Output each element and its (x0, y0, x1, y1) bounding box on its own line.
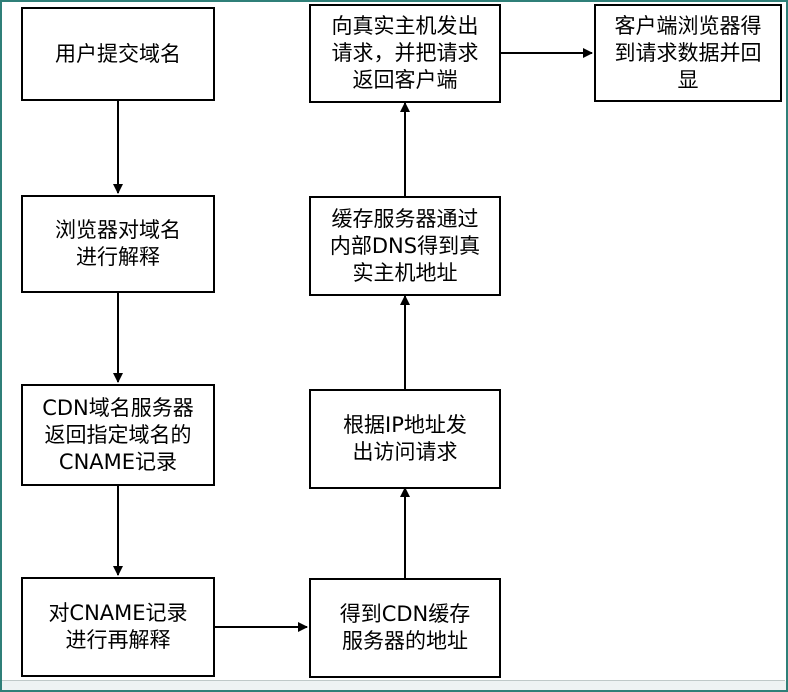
step-reparse-cname: 对CNAME记录 进行再解释 (21, 577, 215, 677)
step-submit-domain: 用户提交域名 (21, 7, 215, 101)
bottom-strip (2, 681, 786, 690)
step-forward-request: 向真实主机发出 请求，并把请求 返回客户端 (309, 4, 501, 103)
step-internal-dns: 缓存服务器通过 内部DNS得到真 实主机地址 (309, 196, 501, 296)
step-get-cache-address: 得到CDN缓存 服务器的地址 (309, 578, 501, 678)
step-cdn-return-cname: CDN域名服务器 返回指定域名的 CNAME记录 (21, 384, 215, 486)
diagram-canvas (2, 2, 785, 681)
step-browser-parse: 浏览器对域名 进行解释 (21, 195, 215, 293)
step-request-by-ip: 根据IP地址发 出访问请求 (309, 389, 501, 489)
step-client-display: 客户端浏览器得 到请求数据并回 显 (594, 4, 782, 102)
